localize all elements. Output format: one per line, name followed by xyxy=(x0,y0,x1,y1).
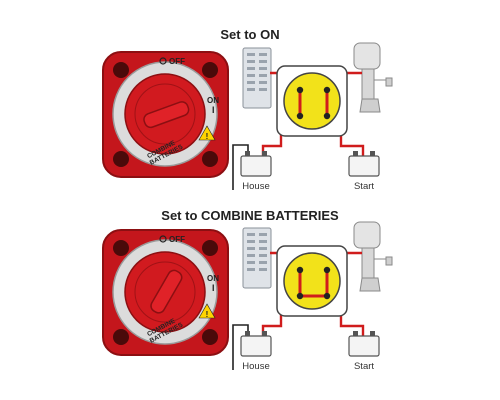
house-battery-label: House xyxy=(242,181,269,192)
start-battery-label: Start xyxy=(354,181,374,192)
on-label: ON xyxy=(207,96,219,105)
panel-title: Set to ON xyxy=(220,27,280,42)
off-label: OFF xyxy=(169,57,185,66)
house-battery-label: House xyxy=(242,361,269,372)
svg-text:!: ! xyxy=(206,310,209,319)
breaker-panel xyxy=(242,227,272,289)
battery-switch-graphic: ! OFF ON I COMBINE BATTERIES xyxy=(102,229,229,356)
switch-diagram-combine: ! OFF ON I COMBINE BATTERIES xyxy=(102,221,393,372)
warning-icon xyxy=(198,125,216,141)
off-marker-icon xyxy=(159,57,167,65)
off-label: OFF xyxy=(169,235,185,244)
outboard-engine-icon xyxy=(353,42,393,113)
breaker-panel xyxy=(242,47,272,109)
contact-disc xyxy=(283,252,341,310)
start-battery-icon xyxy=(348,331,380,357)
battery-switch-graphic: ! OFF ON I COMBINE BATTERIES xyxy=(102,51,229,178)
on-symbol: I xyxy=(212,105,215,115)
house-battery-icon xyxy=(240,331,272,357)
panel-title: Set to COMBINE BATTERIES xyxy=(161,208,339,223)
svg-text:!: ! xyxy=(206,132,209,141)
on-label: ON xyxy=(207,274,219,283)
house-battery-icon xyxy=(240,151,272,177)
start-battery-icon xyxy=(348,151,380,177)
combine-setting-panel: Set to COMBINE BATTERIES ! OFF ON I COMB… xyxy=(0,200,500,400)
on-symbol: I xyxy=(212,283,215,293)
off-marker-icon xyxy=(159,235,167,243)
outboard-engine-icon xyxy=(353,221,393,292)
contact-disc xyxy=(283,72,341,130)
warning-icon xyxy=(198,303,216,319)
on-setting-panel: Set to ON ! OFF ON I COMBINE BATTERIES xyxy=(102,27,393,192)
wiring-schematic: House Start xyxy=(232,221,393,372)
start-battery-label: Start xyxy=(354,361,374,372)
switch-diagram-on: ! OFF ON I COMBINE BATTERIES xyxy=(102,42,393,192)
wiring-schematic: House Start xyxy=(232,42,393,192)
